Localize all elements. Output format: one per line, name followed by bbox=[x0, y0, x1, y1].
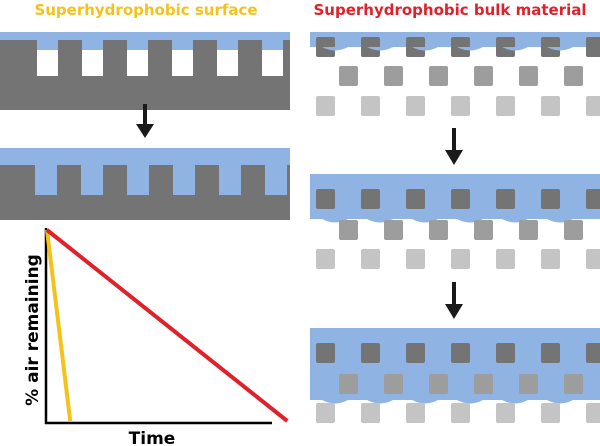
solid-block bbox=[541, 189, 560, 209]
solid-block bbox=[384, 66, 403, 86]
solid-block bbox=[586, 343, 600, 363]
bulk-state-3 bbox=[310, 328, 600, 423]
solid-block bbox=[541, 403, 560, 423]
solid-block bbox=[361, 343, 380, 363]
bulk-state-1 bbox=[310, 32, 600, 116]
solid-block bbox=[519, 374, 538, 394]
solid-block bbox=[316, 403, 335, 423]
solid-substrate bbox=[0, 165, 290, 220]
solid-block bbox=[586, 403, 600, 423]
solid-block bbox=[564, 66, 583, 86]
solid-block bbox=[339, 66, 358, 86]
solid-block bbox=[496, 403, 515, 423]
solid-block bbox=[406, 343, 425, 363]
solid-block bbox=[384, 220, 403, 240]
solid-block bbox=[474, 220, 493, 240]
solid-block bbox=[361, 96, 380, 116]
solid-block bbox=[496, 343, 515, 363]
solid-block bbox=[316, 96, 335, 116]
water-meniscus bbox=[310, 219, 600, 223]
bulk-state-2 bbox=[310, 174, 600, 269]
solid-block bbox=[316, 343, 335, 363]
solid-block bbox=[564, 374, 583, 394]
down-arrow-icon bbox=[445, 128, 463, 165]
surface-title: Superhydrophobic surface bbox=[34, 1, 258, 19]
solid-block bbox=[496, 249, 515, 269]
solid-block bbox=[586, 189, 600, 209]
solid-block bbox=[316, 189, 335, 209]
solid-block bbox=[474, 374, 493, 394]
solid-block bbox=[361, 403, 380, 423]
solid-block bbox=[361, 249, 380, 269]
solid-block bbox=[406, 189, 425, 209]
solid-block bbox=[406, 249, 425, 269]
solid-block bbox=[496, 189, 515, 209]
solid-block bbox=[316, 249, 335, 269]
solid-block bbox=[541, 96, 560, 116]
solid-substrate bbox=[0, 40, 290, 110]
solid-block bbox=[451, 249, 470, 269]
solid-block bbox=[586, 249, 600, 269]
solid-block bbox=[339, 374, 358, 394]
bulk-material-title: Superhydrophobic bulk material bbox=[313, 1, 587, 19]
solid-block bbox=[429, 220, 448, 240]
surface-state-1 bbox=[0, 32, 290, 110]
y-axis-label: % air remaining bbox=[23, 254, 43, 406]
solid-block bbox=[384, 374, 403, 394]
down-arrow-icon bbox=[445, 282, 463, 319]
series-line-bulk bbox=[45, 228, 289, 423]
solid-block bbox=[451, 343, 470, 363]
solid-block bbox=[339, 220, 358, 240]
water-layer bbox=[310, 328, 600, 400]
x-axis-label: Time bbox=[129, 429, 176, 446]
solid-block bbox=[541, 249, 560, 269]
solid-block bbox=[586, 96, 600, 116]
solid-block bbox=[429, 374, 448, 394]
solid-block bbox=[361, 189, 380, 209]
solid-block bbox=[564, 220, 583, 240]
solid-block bbox=[451, 96, 470, 116]
solid-block bbox=[406, 403, 425, 423]
solid-block bbox=[451, 189, 470, 209]
solid-block bbox=[586, 37, 600, 57]
solid-block bbox=[451, 403, 470, 423]
solid-block bbox=[541, 343, 560, 363]
water-meniscus bbox=[310, 47, 600, 51]
air-remaining-chart: % air remaining Time bbox=[23, 228, 289, 446]
water-meniscus bbox=[37, 40, 283, 44]
water-meniscus bbox=[310, 400, 600, 404]
solid-block bbox=[474, 66, 493, 86]
surface-state-2 bbox=[0, 148, 290, 220]
solid-block bbox=[429, 66, 448, 86]
series-line-surface bbox=[45, 229, 73, 422]
solid-block bbox=[496, 96, 515, 116]
solid-block bbox=[519, 220, 538, 240]
down-arrow-icon bbox=[136, 104, 154, 138]
solid-block bbox=[519, 66, 538, 86]
solid-block bbox=[406, 96, 425, 116]
